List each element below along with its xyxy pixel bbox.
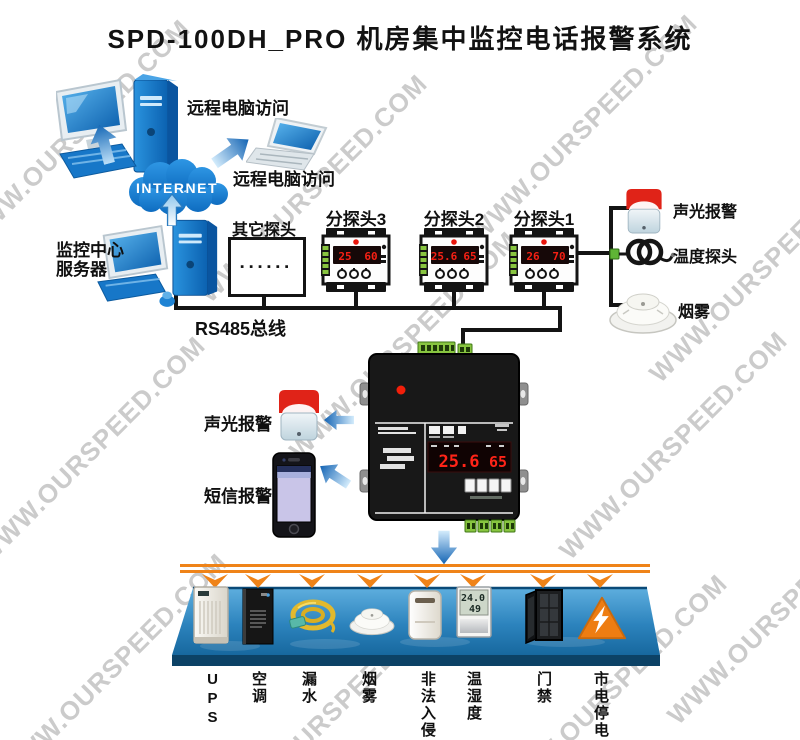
label-server: 服务器 xyxy=(56,260,107,279)
label-probe-2: 分探头2 xyxy=(423,210,485,229)
smoke-detector-icon-platform xyxy=(348,596,396,645)
orange-chevrons xyxy=(202,574,613,588)
label-door-access: 门禁 xyxy=(535,671,552,705)
label-sms-alarm: 短信报警 xyxy=(204,487,272,506)
other-probes-dots: ▪▪▪▪▪▪ xyxy=(240,261,294,273)
thermo-temp: 24.0 xyxy=(461,593,485,604)
label-intrusion: 非法入侵 xyxy=(419,671,436,739)
label-rs485-bus: RS485总线 xyxy=(195,319,287,339)
power-outage-icon xyxy=(576,594,628,647)
pir-sensor-icon xyxy=(408,590,442,647)
label-monitoring-center: 监控中心 xyxy=(56,241,124,260)
controller-hum: 65 xyxy=(489,453,507,471)
ups-icon xyxy=(193,586,229,651)
label-remote-pc-desktop: 远程电脑访问 xyxy=(187,99,289,118)
label-other-probes: 其它探头 xyxy=(232,222,297,239)
label-alarm-right: 声光报警 xyxy=(673,204,738,221)
label-ups: UPS xyxy=(204,671,221,728)
alarm-siren-icon-left xyxy=(274,386,324,449)
smartphone-icon xyxy=(272,452,316,543)
label-temp-humidity: 温湿度 xyxy=(465,671,482,722)
thermo-hygrometer-icon: 24.0 49 xyxy=(456,586,492,647)
ac-cabinet-icon xyxy=(242,588,274,651)
laptop-icon xyxy=(245,116,334,177)
probe1-hum: 70 xyxy=(552,250,565,263)
label-temperature-probe: 温度探头 xyxy=(673,249,738,266)
orange-separator-line xyxy=(180,564,650,567)
probe1-temp: 26 xyxy=(526,250,540,263)
thermo-hum: 49 xyxy=(469,604,481,615)
internet-label: INTERNET xyxy=(136,180,218,196)
temperature-probe-icon xyxy=(608,232,676,281)
alarm-siren-icon-right xyxy=(622,183,666,244)
label-power-outage: 市电停电 xyxy=(592,671,609,739)
controller-temp: 25.6 xyxy=(439,452,480,472)
label-probe-1: 分探头1 xyxy=(513,210,575,229)
arrow-controller-to-phone xyxy=(310,455,355,500)
internet-cloud: INTERNET xyxy=(120,150,234,223)
arrow-cloud-to-desktop xyxy=(85,121,126,172)
probe-device-3: 25 60 xyxy=(321,228,391,297)
probe3-temp: 25 xyxy=(338,250,351,263)
label-smoke-right: 烟雾 xyxy=(678,304,711,321)
label-alarm-left: 声光报警 xyxy=(204,415,272,434)
server-computer-icon xyxy=(96,218,221,318)
probe-device-2: 25.6 65 xyxy=(419,228,489,297)
label-probe-3: 分探头3 xyxy=(325,210,387,229)
page-title: SPD-100DH_PRO 机房集中监控电话报警系统 xyxy=(107,24,693,54)
door-icon xyxy=(524,588,566,649)
arrow-server-to-cloud xyxy=(158,192,186,231)
other-probes-box: ▪▪▪▪▪▪ xyxy=(228,237,306,297)
controller-faceplate xyxy=(378,427,416,469)
label-water-leak: 漏水 xyxy=(300,671,317,705)
label-smoke: 烟雾 xyxy=(360,671,377,705)
label-remote-pc-laptop: 远程电脑访问 xyxy=(233,170,335,189)
arrow-controller-to-alarm xyxy=(324,408,354,437)
probe-device-1: 26 70 xyxy=(509,228,579,297)
controller-device: 25.6 65 xyxy=(356,338,532,543)
probe2-hum: 65 xyxy=(463,250,476,263)
probe2-temp: 25.6 xyxy=(431,250,458,263)
arrow-controller-to-platform xyxy=(430,530,458,570)
orange-separator-line xyxy=(180,570,650,573)
arrow-cloud-to-laptop xyxy=(206,127,260,180)
probe3-hum: 60 xyxy=(364,250,377,263)
water-leak-icon xyxy=(286,596,338,643)
smoke-detector-icon-right xyxy=(606,282,680,339)
desktop-computer-icon xyxy=(54,70,186,205)
label-air-conditioner: 空调 xyxy=(250,671,267,705)
